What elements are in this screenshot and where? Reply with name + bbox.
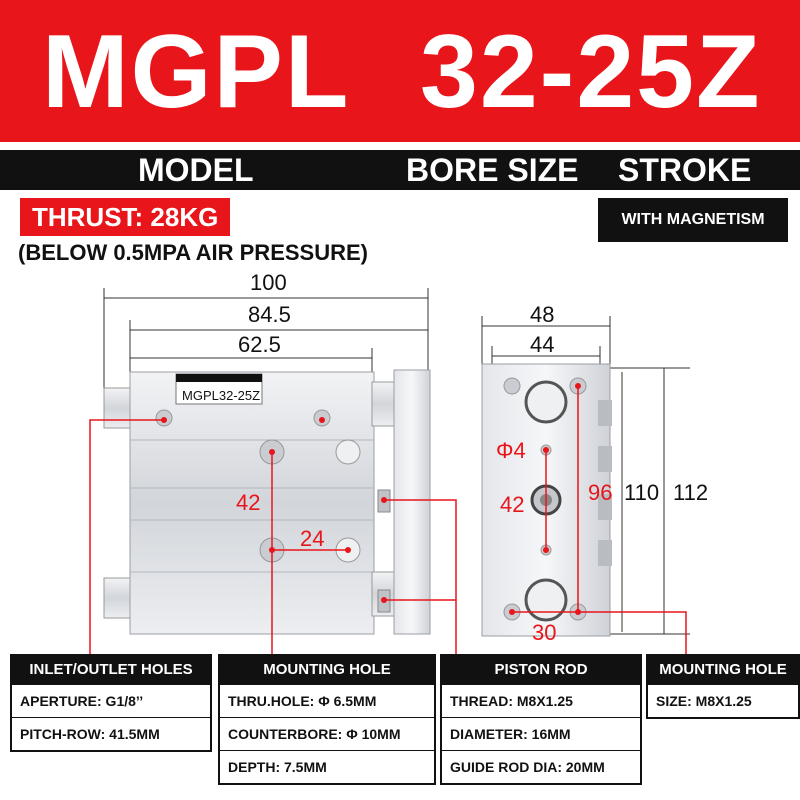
- title-banner: MGPL 32-25Z: [0, 0, 800, 142]
- front-callouts: [89, 419, 457, 655]
- mounting-counterbore: COUNTERBORE: Φ 10MM: [220, 717, 434, 750]
- dim-hole-dia: Φ4: [496, 438, 526, 463]
- dim-body: 84.5: [248, 302, 291, 327]
- dim-hole-pitch: 24: [300, 526, 324, 551]
- model-label: MODEL: [138, 152, 254, 188]
- piston-guide-rod: GUIDE ROD DIA: 20MM: [442, 750, 640, 783]
- mounting2-size: SIZE: M8X1.25: [648, 684, 798, 717]
- inlet-table-title: INLET/OUTLET HOLES: [12, 656, 210, 684]
- banner-model: MGPL: [42, 14, 351, 130]
- piston-thread: THREAD: M8X1.25: [442, 684, 640, 717]
- dim-side-width: 48: [530, 302, 554, 327]
- model-tag: MGPL32-25Z: [182, 388, 260, 403]
- side-callout-dots: [509, 383, 581, 615]
- dim-hole-spacing: 42: [236, 490, 260, 515]
- banner-size: 32-25Z: [420, 14, 762, 130]
- dim-height-inner: 96: [588, 480, 612, 505]
- magnetism-badge: WITH MAGNETISM: [598, 198, 788, 242]
- piston-table-title: PISTON ROD: [442, 656, 640, 684]
- cylinder-front-view: [103, 369, 431, 635]
- side-callouts: [512, 386, 687, 655]
- mounting-hole-table-2: MOUNTING HOLE SIZE: M8X1.25: [646, 654, 800, 719]
- mounting-hole-table: MOUNTING HOLE THRU.HOLE: Φ 6.5MM COUNTER…: [218, 654, 436, 785]
- inlet-outlet-table: INLET/OUTLET HOLES APERTURE: G1/8’’ PITC…: [10, 654, 212, 752]
- mounting-depth: DEPTH: 7.5MM: [220, 750, 434, 783]
- dim-side-center: 42: [500, 492, 524, 517]
- dim-side-inner: 44: [530, 332, 554, 357]
- piston-diameter: DIAMETER: 16MM: [442, 717, 640, 750]
- pressure-note: (BELOW 0.5MPA AIR PRESSURE): [18, 240, 368, 265]
- mounting-thru-hole: THRU.HOLE: Φ 6.5MM: [220, 684, 434, 717]
- bore-label: BORE SIZE: [406, 152, 579, 188]
- dim-height-outer: 112: [673, 480, 708, 505]
- stroke-label: STROKE: [618, 152, 752, 188]
- front-dimension-lines: [103, 288, 429, 390]
- inlet-pitch-row: PITCH-ROW: 41.5MM: [12, 717, 210, 750]
- thrust-badge: THRUST: 28KG: [20, 198, 231, 236]
- mounting-table-title: MOUNTING HOLE: [220, 656, 434, 684]
- dim-plate: 62.5: [238, 332, 281, 357]
- mounting2-table-title: MOUNTING HOLE: [648, 656, 798, 684]
- dim-height-mid: 110: [624, 480, 659, 505]
- callout-dots: [161, 417, 387, 603]
- dim-side-bottom: 30: [532, 620, 556, 645]
- piston-rod-table: PISTON ROD THREAD: M8X1.25 DIAMETER: 16M…: [440, 654, 642, 785]
- dim-overall: 100: [250, 270, 287, 295]
- inlet-aperture: APERTURE: G1/8’’: [12, 684, 210, 717]
- label-bar: MODEL BORE SIZE STROKE: [0, 150, 800, 190]
